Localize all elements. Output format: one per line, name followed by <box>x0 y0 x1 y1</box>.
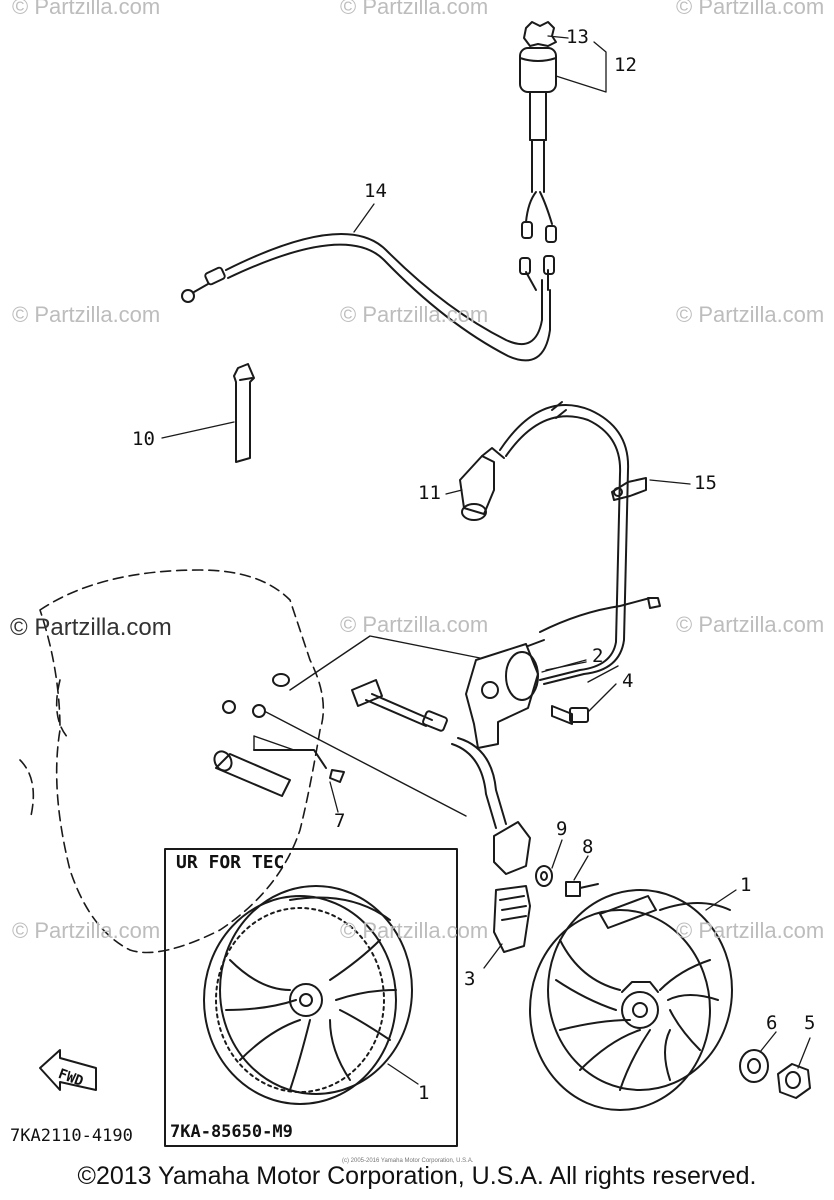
callout-leaders <box>161 35 811 1085</box>
diagram-code: 7KA2110-4190 <box>10 1126 133 1146</box>
callout-14[interactable]: 14 <box>364 180 387 202</box>
small-copyright: (c) 2005-2016 Yamaha Motor Corporation, … <box>342 1158 474 1164</box>
callout-8[interactable]: 8 <box>582 836 594 858</box>
strap-10 <box>233 363 255 463</box>
engine-outline <box>19 569 325 954</box>
callout-3[interactable]: 3 <box>464 968 476 990</box>
nut-5 <box>777 1063 811 1099</box>
ignition-coil-2 <box>465 597 661 749</box>
callout-13[interactable]: 13 <box>566 26 589 48</box>
stop-switch-12 <box>519 21 557 243</box>
screw-8 <box>565 881 599 897</box>
lead-wire-14 <box>181 233 555 362</box>
fwd-arrow-icon <box>39 1049 97 1091</box>
callout-2[interactable]: 2 <box>592 645 604 667</box>
callout-12[interactable]: 12 <box>614 54 637 76</box>
callout-7[interactable]: 7 <box>334 810 346 832</box>
watermark: © Partzilla.com <box>340 918 489 943</box>
callout-5[interactable]: 5 <box>804 1012 816 1034</box>
footer-copyright: ©2013 Yamaha Motor Corporation, U.S.A. A… <box>77 1162 757 1190</box>
leader-lines <box>253 635 619 817</box>
watermark: © Partzilla.com <box>340 302 489 327</box>
watermark: © Partzilla.com <box>676 0 825 19</box>
callout-10[interactable]: 10 <box>132 428 155 450</box>
watermark: © Partzilla.com <box>12 0 161 19</box>
callout-11[interactable]: 11 <box>418 482 441 504</box>
watermark: © Partzilla.com <box>340 612 489 637</box>
watermark: © Partzilla.com <box>340 0 489 19</box>
callout-1[interactable]: 1 <box>740 874 752 896</box>
callout-15[interactable]: 15 <box>694 472 717 494</box>
washer-6 <box>739 1049 769 1083</box>
watermark: © Partzilla.com <box>676 918 825 943</box>
flywheel-1 <box>529 889 733 1111</box>
inset-title: UR FOR TEC <box>176 852 285 873</box>
washers <box>222 673 290 718</box>
callout-4[interactable]: 4 <box>622 670 634 692</box>
connector <box>351 679 448 732</box>
watermark: © Partzilla.com <box>12 302 161 327</box>
callout-9[interactable]: 9 <box>556 818 568 840</box>
bolt-4 <box>551 705 589 725</box>
callout-6[interactable]: 6 <box>766 1012 778 1034</box>
watermark: © Partzilla.com <box>676 612 825 637</box>
watermark: © Partzilla.com <box>676 302 825 327</box>
crankshaft <box>213 749 345 797</box>
inset-box <box>164 848 458 1147</box>
plug-cap-11 <box>459 447 505 521</box>
watermark-dark: © Partzilla.com <box>10 614 172 641</box>
charge-coil-3 <box>451 737 531 953</box>
watermark: © Partzilla.com <box>12 918 161 943</box>
callout-1-inset[interactable]: 1 <box>418 1082 430 1104</box>
ht-lead <box>499 401 630 685</box>
washer-9 <box>535 865 553 887</box>
inset-part-number: 7KA-85650-M9 <box>170 1122 293 1142</box>
clamp-15 <box>611 477 647 501</box>
